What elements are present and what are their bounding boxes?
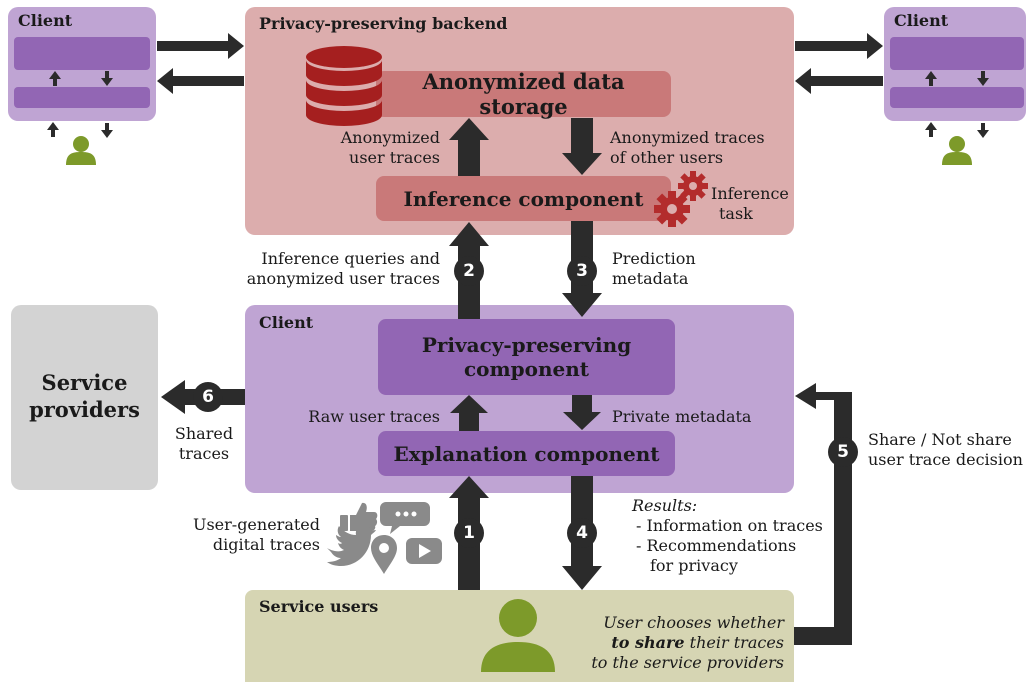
step1-badge: 1 bbox=[454, 518, 484, 548]
step2-badge: 2 bbox=[454, 256, 484, 286]
service-providers-box bbox=[11, 305, 158, 490]
client-title: Client bbox=[259, 313, 314, 332]
service-user-icon bbox=[481, 599, 555, 672]
service-users-title: Service users bbox=[259, 597, 379, 616]
top-left-client-title: Client bbox=[18, 11, 73, 30]
step4-badge: 4 bbox=[567, 518, 597, 548]
decision-arrow bbox=[794, 383, 852, 645]
step5-badge: 5 bbox=[828, 437, 858, 467]
storage-label: Anonymized data storage bbox=[422, 68, 625, 119]
explanation-label: Explanation component bbox=[393, 441, 660, 466]
top-left-client-bar-2 bbox=[14, 87, 150, 108]
top-left-client-bar-1 bbox=[14, 37, 150, 70]
video-play-icon bbox=[406, 538, 442, 564]
anonymized-data-storage: Anonymized data storage bbox=[376, 68, 671, 119]
step3-badge: 3 bbox=[567, 256, 597, 286]
twitter-icon bbox=[327, 524, 376, 566]
top-right-client-arrows bbox=[795, 33, 989, 138]
inference-label: Inference component bbox=[403, 186, 644, 211]
top-right-client-bar-1 bbox=[890, 37, 1024, 70]
top-left-user-icon bbox=[66, 136, 96, 165]
top-left-client-arrows bbox=[47, 33, 244, 138]
thumbs-up-icon bbox=[340, 502, 378, 531]
storage-icon bbox=[306, 46, 382, 126]
location-pin-icon bbox=[371, 535, 397, 574]
step6-badge: 6 bbox=[193, 382, 223, 412]
explanation-component: Explanation component bbox=[378, 431, 675, 476]
inference-component: Inference component bbox=[376, 176, 671, 221]
top-right-client-bar-2 bbox=[890, 87, 1024, 108]
gear-icon bbox=[654, 171, 708, 227]
privacy-preserving-component: Privacy-preserving component bbox=[378, 319, 675, 395]
user-choice-text: User chooses whether to share their trac… bbox=[591, 613, 784, 672]
backend-title: Privacy-preserving backend bbox=[259, 14, 508, 33]
raw-user-traces-label: Raw user traces bbox=[308, 407, 440, 426]
social-icons bbox=[327, 502, 442, 574]
client-internal-arrows bbox=[450, 395, 601, 431]
private-metadata-label: Private metadata bbox=[612, 407, 752, 426]
step4-results-label: Results: - Information on traces - Recom… bbox=[632, 496, 823, 575]
top-right-client-title: Client bbox=[894, 11, 949, 30]
backend-internal-arrows bbox=[449, 118, 602, 176]
chat-bubble-icon bbox=[380, 502, 430, 534]
top-right-user-icon bbox=[942, 136, 972, 165]
